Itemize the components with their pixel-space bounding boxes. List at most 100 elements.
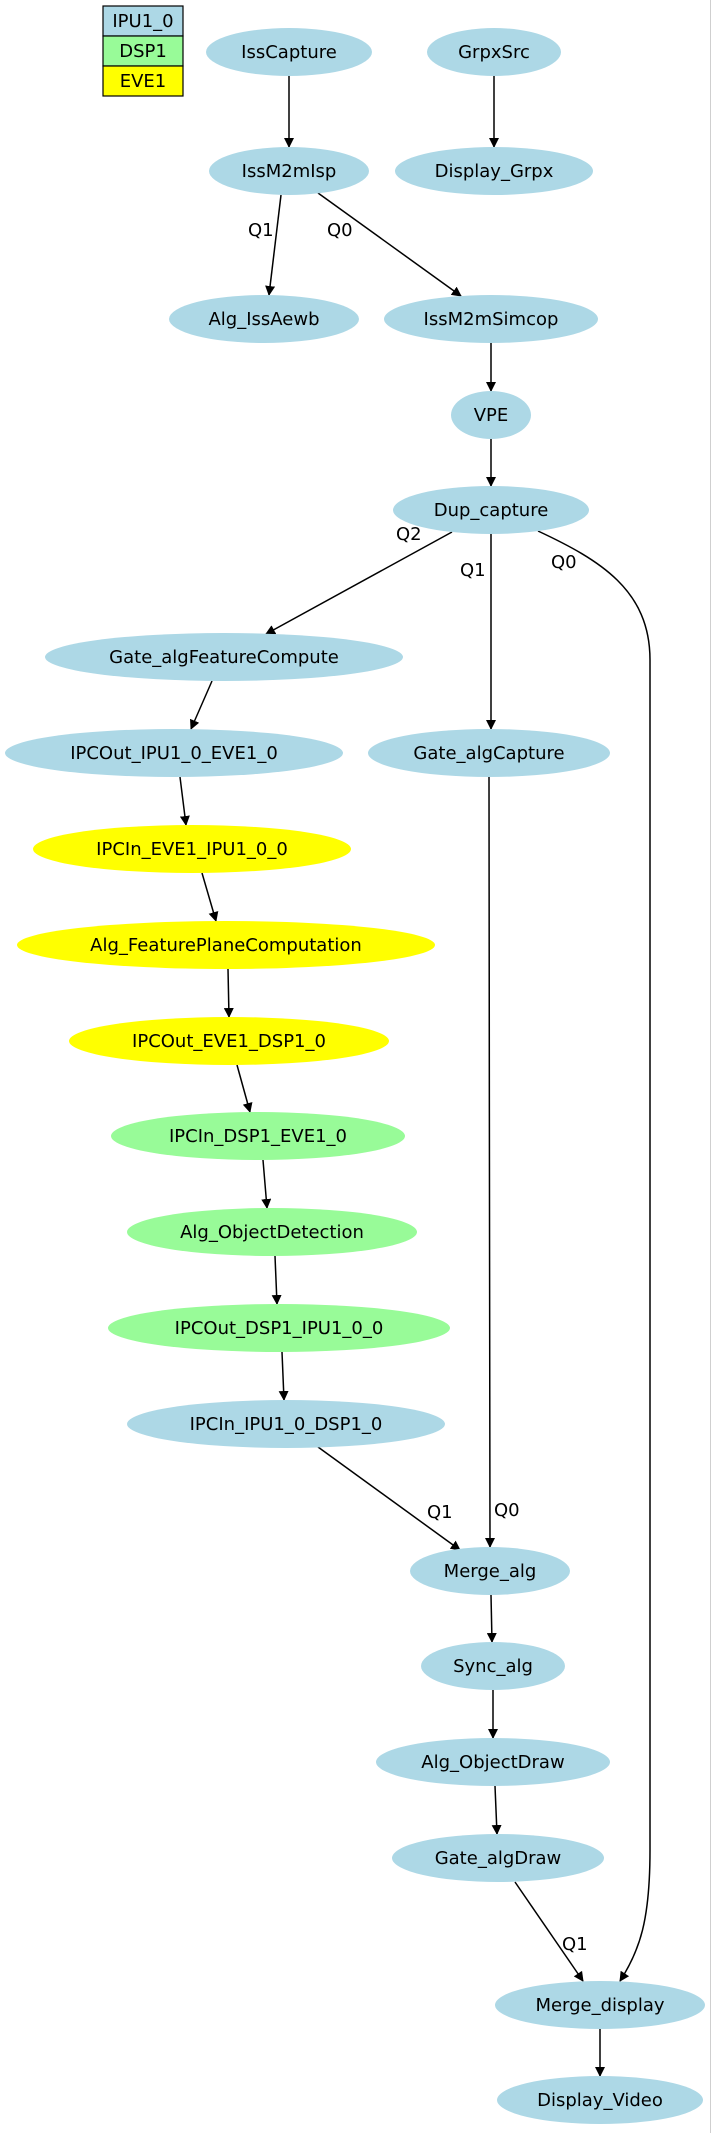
node-label: IPCIn_EVE1_IPU1_0_0 [96,839,288,860]
node-label: Gate_algDraw [435,1848,562,1869]
node-shape [5,729,343,777]
node-alg-featureplanecomputation: Alg_FeaturePlaneComputation [17,921,435,969]
node-grpxsrc: GrpxSrc [427,28,561,76]
node-label: Alg_IssAewb [208,309,319,330]
edge-issm2misp-to-alg-issaewb: Q1 [248,194,282,296]
node-ipcout-ipu1-0-eve1-0: IPCOut_IPU1_0_EVE1_0 [5,729,343,777]
edge-ipcout-dsp1-ipu1-0-0-to-ipcin-ipu1-0-dsp1-0 [278,1351,289,1401]
edge-alg-objectdetection-to-ipcout-dsp1-ipu1-0-0 [271,1255,282,1305]
edge-alg-featureplanecomputation-to-ipcout-eve1-dsp1-0 [223,968,234,1018]
node-shape [45,633,403,681]
node-shape [392,1834,604,1882]
node-gate-algfeaturecompute: Gate_algFeatureCompute [45,633,403,681]
node-shape [376,1738,610,1786]
edge-arrow [484,776,495,1548]
node-ipcin-ipu1-0-dsp1-0: IPCIn_IPU1_0_DSP1_0 [127,1400,445,1448]
node-gate-algdraw: Gate_algDraw [392,1834,604,1882]
node-shape [421,1642,565,1690]
node-ipcin-eve1-ipu1-0-0: IPCIn_EVE1_IPU1_0_0 [33,825,351,873]
edge-queue-label: Q1 [427,1502,453,1523]
edge-arrow [190,680,213,730]
edge-arrow [265,194,282,296]
node-shape [393,486,589,534]
edge-merge-alg-to-sync-alg [486,1594,497,1643]
edge-gate-algdraw-to-merge-display: Q1 [514,1881,588,1982]
node-isscapture: IssCapture [206,28,372,76]
edge-queue-label: Q0 [327,220,353,241]
edge-queue-label: Q1 [562,1934,588,1955]
legend-swatch [102,65,184,97]
node-label: VPE [474,405,509,426]
node-label: IPCIn_DSP1_EVE1_0 [169,1126,347,1147]
node-display-grpx: Display_Grpx [395,147,593,195]
edge-ipcout-eve1-dsp1-0-to-ipcin-dsp1-eve1-0 [236,1064,253,1113]
legend-item-ipu1-0: IPU1_0 [102,5,184,37]
node-shape [209,147,369,195]
edge-arrow [265,531,453,635]
edge-ipcin-ipu1-0-dsp1-0-to-merge-alg: Q1 [317,1446,461,1551]
edge-queue-label: Q0 [551,552,577,573]
node-label: Display_Grpx [435,161,554,182]
legend-label: EVE1 [120,71,167,92]
edge-queue-label: Q1 [248,220,274,241]
edge-gate-algcapture-to-merge-alg: Q0 [484,776,520,1548]
legend-label: IPU1_0 [112,11,173,32]
node-merge-display: Merge_display [495,1981,705,2029]
node-merge-alg: Merge_alg [410,1547,570,1595]
edge-ipcin-eve1-ipu1-0-0-to-alg-featureplanecomputation [201,872,219,922]
edge-queue-label: Q0 [494,1500,520,1521]
node-shape [395,147,593,195]
edge-gate-algfeaturecompute-to-ipcout-ipu1-0-eve1-0 [190,680,213,730]
edge-dup-capture-to-gate-algfeaturecompute: Q2 [265,524,453,635]
edge-arrow [491,1785,502,1835]
node-shape [368,729,610,777]
node-gate-algcapture: Gate_algCapture [368,729,610,777]
node-shape [169,295,359,343]
node-shape [69,1017,389,1065]
edge-queue-label: Q1 [460,560,486,581]
node-label: Alg_ObjectDetection [180,1222,364,1243]
node-label: IssCapture [241,42,337,63]
node-shape [127,1400,445,1448]
node-shape [17,921,435,969]
node-ipcin-dsp1-eve1-0: IPCIn_DSP1_EVE1_0 [111,1112,405,1160]
node-label: Dup_capture [434,500,549,521]
edge-ipcout-ipu1-0-eve1-0-to-ipcin-eve1-ipu1-0-0 [179,776,190,826]
node-vpe: VPE [451,391,531,439]
node-label: IssM2mIsp [242,161,337,182]
node-shape [384,295,598,343]
edge-arrow [317,192,462,297]
node-issm2misp: IssM2mIsp [209,147,369,195]
edge-arrow [179,776,190,826]
node-shape [427,28,561,76]
edge-arrow [201,872,219,922]
edge-arrow [236,1064,253,1113]
node-shape [451,391,531,439]
edge-arrow [278,1351,289,1401]
node-display-video: Display_Video [497,2076,703,2124]
node-label: Merge_display [535,1995,664,2016]
edge-dup-capture-to-gate-algcapture: Q1 [460,534,496,730]
node-ipcout-dsp1-ipu1-0-0: IPCOut_DSP1_IPU1_0_0 [108,1304,450,1352]
node-alg-objectdetection: Alg_ObjectDetection [127,1208,417,1256]
node-sync-alg: Sync_alg [421,1642,565,1690]
legend-item-dsp1: DSP1 [102,35,184,67]
edge-dup-capture-to-merge-display: Q0 [537,530,651,1982]
node-alg-objectdraw: Alg_ObjectDraw [376,1738,610,1786]
node-label: GrpxSrc [458,42,530,63]
node-label: Alg_ObjectDraw [421,1752,564,1773]
edge-alg-objectdraw-to-gate-algdraw [491,1785,502,1835]
node-label: Sync_alg [453,1656,533,1677]
node-ipcout-eve1-dsp1-0: IPCOut_EVE1_DSP1_0 [69,1017,389,1065]
edge-queue-label: Q2 [396,524,422,545]
node-issm2msimcop: IssM2mSimcop [384,295,598,343]
node-label: IPCOut_IPU1_0_EVE1_0 [70,743,278,764]
node-shape [111,1112,405,1160]
edge-arrow [486,1594,497,1643]
node-shape [33,825,351,873]
edge-arrow [537,530,651,1982]
legend-item-eve1: EVE1 [102,65,184,97]
